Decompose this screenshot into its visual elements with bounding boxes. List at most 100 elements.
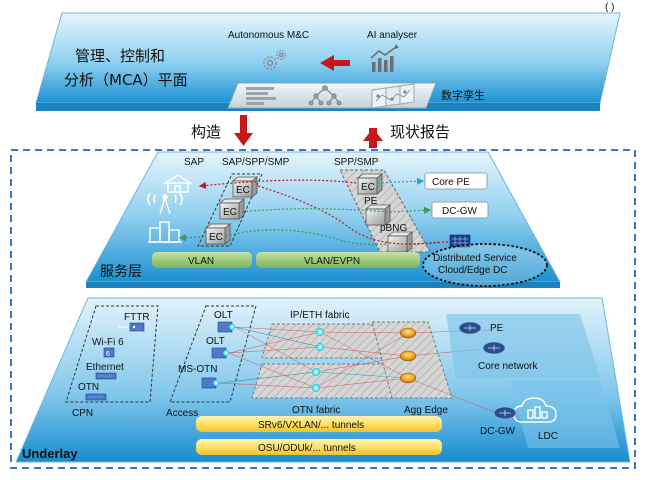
server-rack-icon bbox=[449, 234, 471, 248]
report-label: 现状报告 bbox=[390, 123, 450, 141]
otn-device-icon bbox=[85, 393, 107, 401]
wireless-tower-icon bbox=[147, 192, 183, 215]
ec-label-1: EC bbox=[236, 185, 250, 196]
otn-node-2 bbox=[312, 384, 320, 392]
flow-green-to-pbng bbox=[225, 229, 387, 246]
core-pe-box bbox=[424, 172, 488, 190]
dc-gw-router-icon bbox=[493, 406, 517, 420]
pbng-label: pBNG bbox=[380, 223, 407, 234]
otn-label: OTN bbox=[78, 382, 99, 393]
distributed-dc-ellipse bbox=[422, 243, 548, 287]
cpn-label: CPN bbox=[72, 408, 93, 419]
dc-line1: Distributed Service bbox=[433, 253, 517, 264]
otn-node-1 bbox=[312, 368, 320, 376]
tunnel-bar-1 bbox=[196, 416, 442, 432]
mca-title-line1: 管理、控制和 bbox=[75, 47, 165, 65]
otn-fabric-box bbox=[251, 363, 399, 399]
analytics-icon bbox=[370, 44, 399, 72]
pe-router-icon bbox=[458, 321, 482, 335]
digital-twin-label: 数字孪生 bbox=[441, 88, 485, 102]
pbng-cube bbox=[386, 231, 414, 253]
vlan-bar bbox=[152, 252, 252, 268]
tree-icon bbox=[308, 85, 342, 106]
pe-underlay-label: PE bbox=[490, 323, 504, 334]
olt2-device-icon bbox=[211, 347, 229, 359]
ip-eth-fabric-label: IP/ETH fabric bbox=[290, 310, 349, 321]
dc-line2: Cloud/Edge DC bbox=[438, 265, 507, 276]
underlay-title: Underlay bbox=[22, 446, 78, 461]
tunnel2-label: OSU/ODUk/... tunnels bbox=[258, 443, 356, 454]
vlan-label: VLAN bbox=[188, 256, 214, 267]
feedback-arrow-icon bbox=[320, 55, 350, 71]
digital-twin-slab: 数字孪生 bbox=[227, 82, 485, 109]
pe-cube bbox=[364, 204, 392, 226]
layer-boundary bbox=[10, 149, 636, 469]
vlan-evpn-label: VLAN/EVPN bbox=[304, 256, 360, 267]
olt1-device-icon bbox=[217, 321, 235, 333]
flow-red-to-dc bbox=[257, 185, 441, 245]
vlan-evpn-bar bbox=[256, 252, 420, 268]
dc-gw-underlay-label: DC-GW bbox=[480, 426, 516, 437]
olt1-label: OLT bbox=[214, 310, 233, 321]
ec-label-3: EC bbox=[209, 232, 223, 243]
ethernet-switch-icon bbox=[95, 372, 117, 380]
ec-cube-2: EC bbox=[218, 198, 246, 220]
list-bars-icon bbox=[246, 87, 276, 105]
page-corner-text: ( ) bbox=[605, 2, 614, 13]
agg-router-3-icon bbox=[399, 372, 417, 384]
wifi6-icon: 6 bbox=[103, 347, 115, 358]
dc-gw-label: DC-GW bbox=[442, 206, 478, 217]
service-layer-plane: 服务层 SAP SAP/SPP/SMP SPP/SMP bbox=[85, 151, 561, 288]
gears-icon bbox=[263, 50, 286, 70]
build-label: 构造 bbox=[191, 123, 221, 141]
pe-label: PE bbox=[364, 196, 378, 207]
ec-cube-1: EC bbox=[231, 176, 259, 198]
mca-plane: 管理、控制和 分析（MCA）平面 Autonomous M&C AI analy… bbox=[35, 12, 621, 111]
enterprise-building-icon bbox=[148, 221, 182, 243]
fttr-label: FTTR bbox=[124, 312, 150, 323]
sap-spp-smp-column bbox=[197, 173, 263, 247]
agg-router-2-icon bbox=[399, 350, 417, 362]
cpn-group bbox=[65, 305, 159, 403]
otn-fabric-label: OTN fabric bbox=[292, 405, 340, 416]
core-pe-label: Core PE bbox=[432, 177, 470, 188]
ai-analyser-label: AI analyser bbox=[367, 30, 418, 41]
core-network-area bbox=[446, 314, 600, 378]
ldc-label: LDC bbox=[538, 431, 558, 442]
mesh-links-teal bbox=[218, 326, 409, 384]
tunnel-bar-2 bbox=[196, 439, 442, 455]
flow-green-to-enterprise bbox=[178, 234, 201, 242]
build-arrow bbox=[234, 115, 253, 146]
core-router-icon bbox=[482, 341, 506, 355]
tunnel1-label: SRv6/VXLAN/... tunnels bbox=[258, 420, 364, 431]
wifi6-label: Wi-Fi 6 bbox=[92, 337, 124, 348]
twin-pages-icon bbox=[371, 83, 415, 109]
olt2-label: OLT bbox=[206, 336, 225, 347]
flow-red-to-home bbox=[198, 179, 357, 189]
ldc-area bbox=[510, 380, 620, 448]
underlay-plane: Underlay FTTR Wi-Fi 6 6 Ethernet OTN CPN… bbox=[15, 297, 631, 463]
col-sap-spp-smp-label: SAP/SPP/SMP bbox=[222, 157, 290, 168]
ms-otn-device-icon bbox=[201, 377, 219, 389]
access-label: Access bbox=[166, 408, 198, 419]
col-spp-smp-label: SPP/SMP bbox=[334, 157, 379, 168]
fttr-device-icon bbox=[118, 322, 145, 332]
ec-label-4: EC bbox=[361, 182, 375, 193]
service-layer-title: 服务层 bbox=[100, 264, 142, 280]
flow-green-to-dc-gw bbox=[229, 206, 432, 214]
ms-otn-label: MS-OTN bbox=[178, 364, 217, 375]
agg-edge-label: Agg Edge bbox=[404, 405, 448, 416]
ip-node-1 bbox=[316, 328, 324, 336]
mca-title-line2: 分析（MCA）平面 bbox=[64, 71, 188, 89]
core-network-label: Core network bbox=[478, 361, 538, 372]
agg-router-1-icon bbox=[399, 327, 417, 339]
ethernet-label: Ethernet bbox=[86, 362, 124, 373]
ec-cube-3: EC bbox=[204, 223, 232, 245]
svg-text:6: 6 bbox=[106, 351, 110, 358]
col-sap-label: SAP bbox=[184, 157, 204, 168]
flow-teal-to-core-pe bbox=[377, 177, 425, 185]
dc-gw-box bbox=[431, 201, 489, 219]
autonomous-label: Autonomous M&C bbox=[228, 30, 309, 41]
